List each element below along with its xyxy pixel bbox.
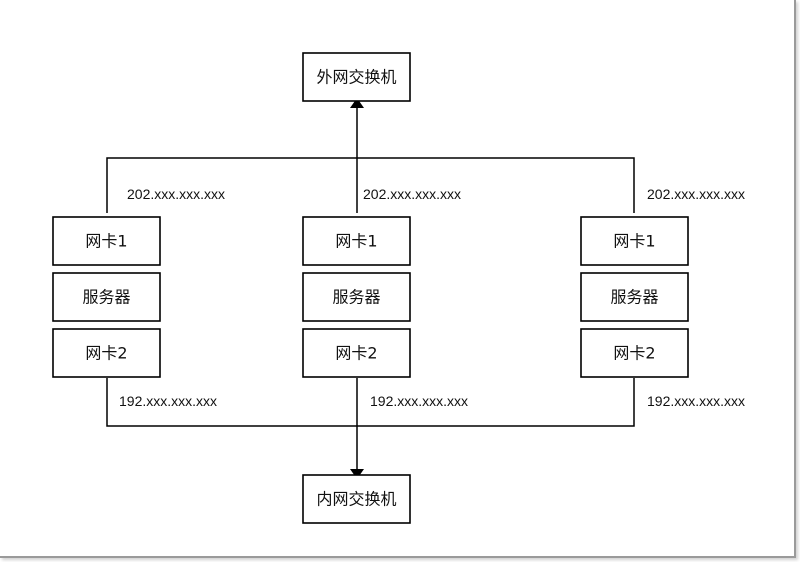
nic2-ip-label: 192.xxx.xxx.xxx [119, 393, 217, 409]
nic2-ip-label: 192.xxx.xxx.xxx [647, 393, 745, 409]
nic1-ip-label: 202.xxx.xxx.xxx [647, 186, 745, 202]
nic1-box: 网卡1 [302, 216, 411, 266]
nic1-ip-label: 202.xxx.xxx.xxx [127, 186, 225, 202]
internal-bus-line [106, 378, 635, 427]
internal-switch: 内网交换机 [302, 474, 411, 524]
nic1-label: 网卡1 [85, 232, 127, 251]
nic1-label: 网卡1 [613, 232, 655, 251]
server-box: 服务器 [580, 272, 689, 322]
nic2-ip-label: 192.xxx.xxx.xxx [370, 393, 468, 409]
server-box: 服务器 [52, 272, 161, 322]
server-box: 服务器 [302, 272, 411, 322]
nic1-box: 网卡1 [52, 216, 161, 266]
nic1-box: 网卡1 [580, 216, 689, 266]
nic1-ip-label: 202.xxx.xxx.xxx [363, 186, 461, 202]
nic2-label: 网卡2 [85, 344, 127, 363]
nic2-box: 网卡2 [580, 328, 689, 378]
nic1-label: 网卡1 [335, 232, 377, 251]
internal-switch-label: 内网交换机 [316, 490, 396, 509]
server-label: 服务器 [82, 288, 130, 307]
nic2-label: 网卡2 [335, 344, 377, 363]
server-label: 服务器 [610, 288, 658, 307]
server-column-2: 网卡1 服务器 网卡2 202.xxx.xxx.xxx 192.xxx.xxx.… [302, 186, 468, 409]
nic2-box: 网卡2 [302, 328, 411, 378]
external-switch-label: 外网交换机 [316, 68, 396, 87]
server-column-3: 网卡1 服务器 网卡2 202.xxx.xxx.xxx 192.xxx.xxx.… [580, 186, 745, 409]
external-switch: 外网交换机 [302, 52, 411, 102]
server-label: 服务器 [332, 288, 380, 307]
nic2-box: 网卡2 [52, 328, 161, 378]
external-bus-line [106, 157, 635, 213]
nic2-label: 网卡2 [613, 344, 655, 363]
server-column-1: 网卡1 服务器 网卡2 202.xxx.xxx.xxx 192.xxx.xxx.… [52, 186, 225, 409]
